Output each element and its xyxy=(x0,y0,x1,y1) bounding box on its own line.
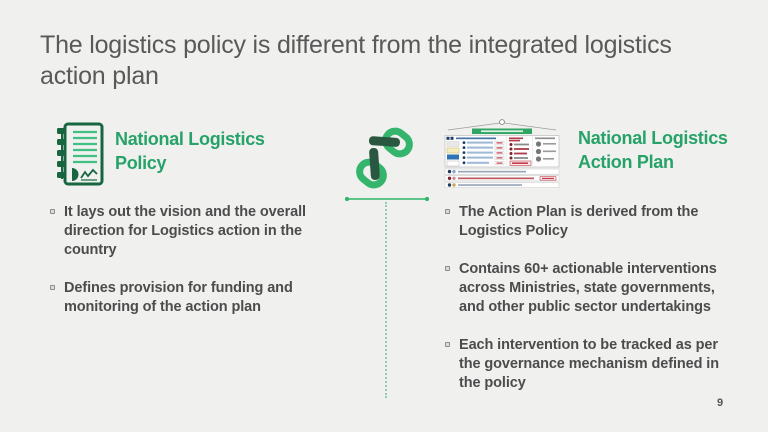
list-item: It lays out the vision and the overall d… xyxy=(50,203,342,260)
list-item: Contains 60+ actionable interventions ac… xyxy=(445,260,743,317)
bullet-icon xyxy=(445,209,450,214)
right-section-heading: National Logistics Action Plan xyxy=(578,128,728,172)
list-item: Each intervention to be tracked as per t… xyxy=(445,336,743,393)
bullet-text: Defines provision for funding and monito… xyxy=(64,280,293,315)
chain-link-icon xyxy=(356,127,413,189)
list-item: The Action Plan is derived from the Logi… xyxy=(445,203,743,241)
slide-title: The logistics policy is different from t… xyxy=(40,31,672,90)
bullet-text: The Action Plan is derived from the Logi… xyxy=(459,204,699,239)
right-bullet-list: The Action Plan is derived from the Logi… xyxy=(445,203,743,412)
right-section-header: National Logistics Action Plan xyxy=(442,118,748,188)
bullet-icon xyxy=(445,266,450,271)
bullet-text: Contains 60+ actionable interventions ac… xyxy=(459,261,717,315)
bullet-icon xyxy=(50,285,55,290)
bullet-text: It lays out the vision and the overall d… xyxy=(64,204,306,258)
list-item: Defines provision for funding and monito… xyxy=(50,279,342,317)
bullet-icon xyxy=(50,209,55,214)
page-number: 9 xyxy=(716,397,724,409)
left-section-header: National Logistics Policy xyxy=(55,121,295,187)
policy-notebook-icon xyxy=(57,122,104,186)
left-bullet-list: It lays out the vision and the overall d… xyxy=(50,203,342,336)
bullet-icon xyxy=(445,342,450,347)
connector-line xyxy=(344,196,430,202)
action-plan-thumbnail-image xyxy=(444,119,560,188)
dotted-divider-line xyxy=(385,202,387,398)
left-section-heading: National Logistics Policy xyxy=(115,129,265,173)
bullet-text: Each intervention to be tracked as per t… xyxy=(459,337,719,391)
